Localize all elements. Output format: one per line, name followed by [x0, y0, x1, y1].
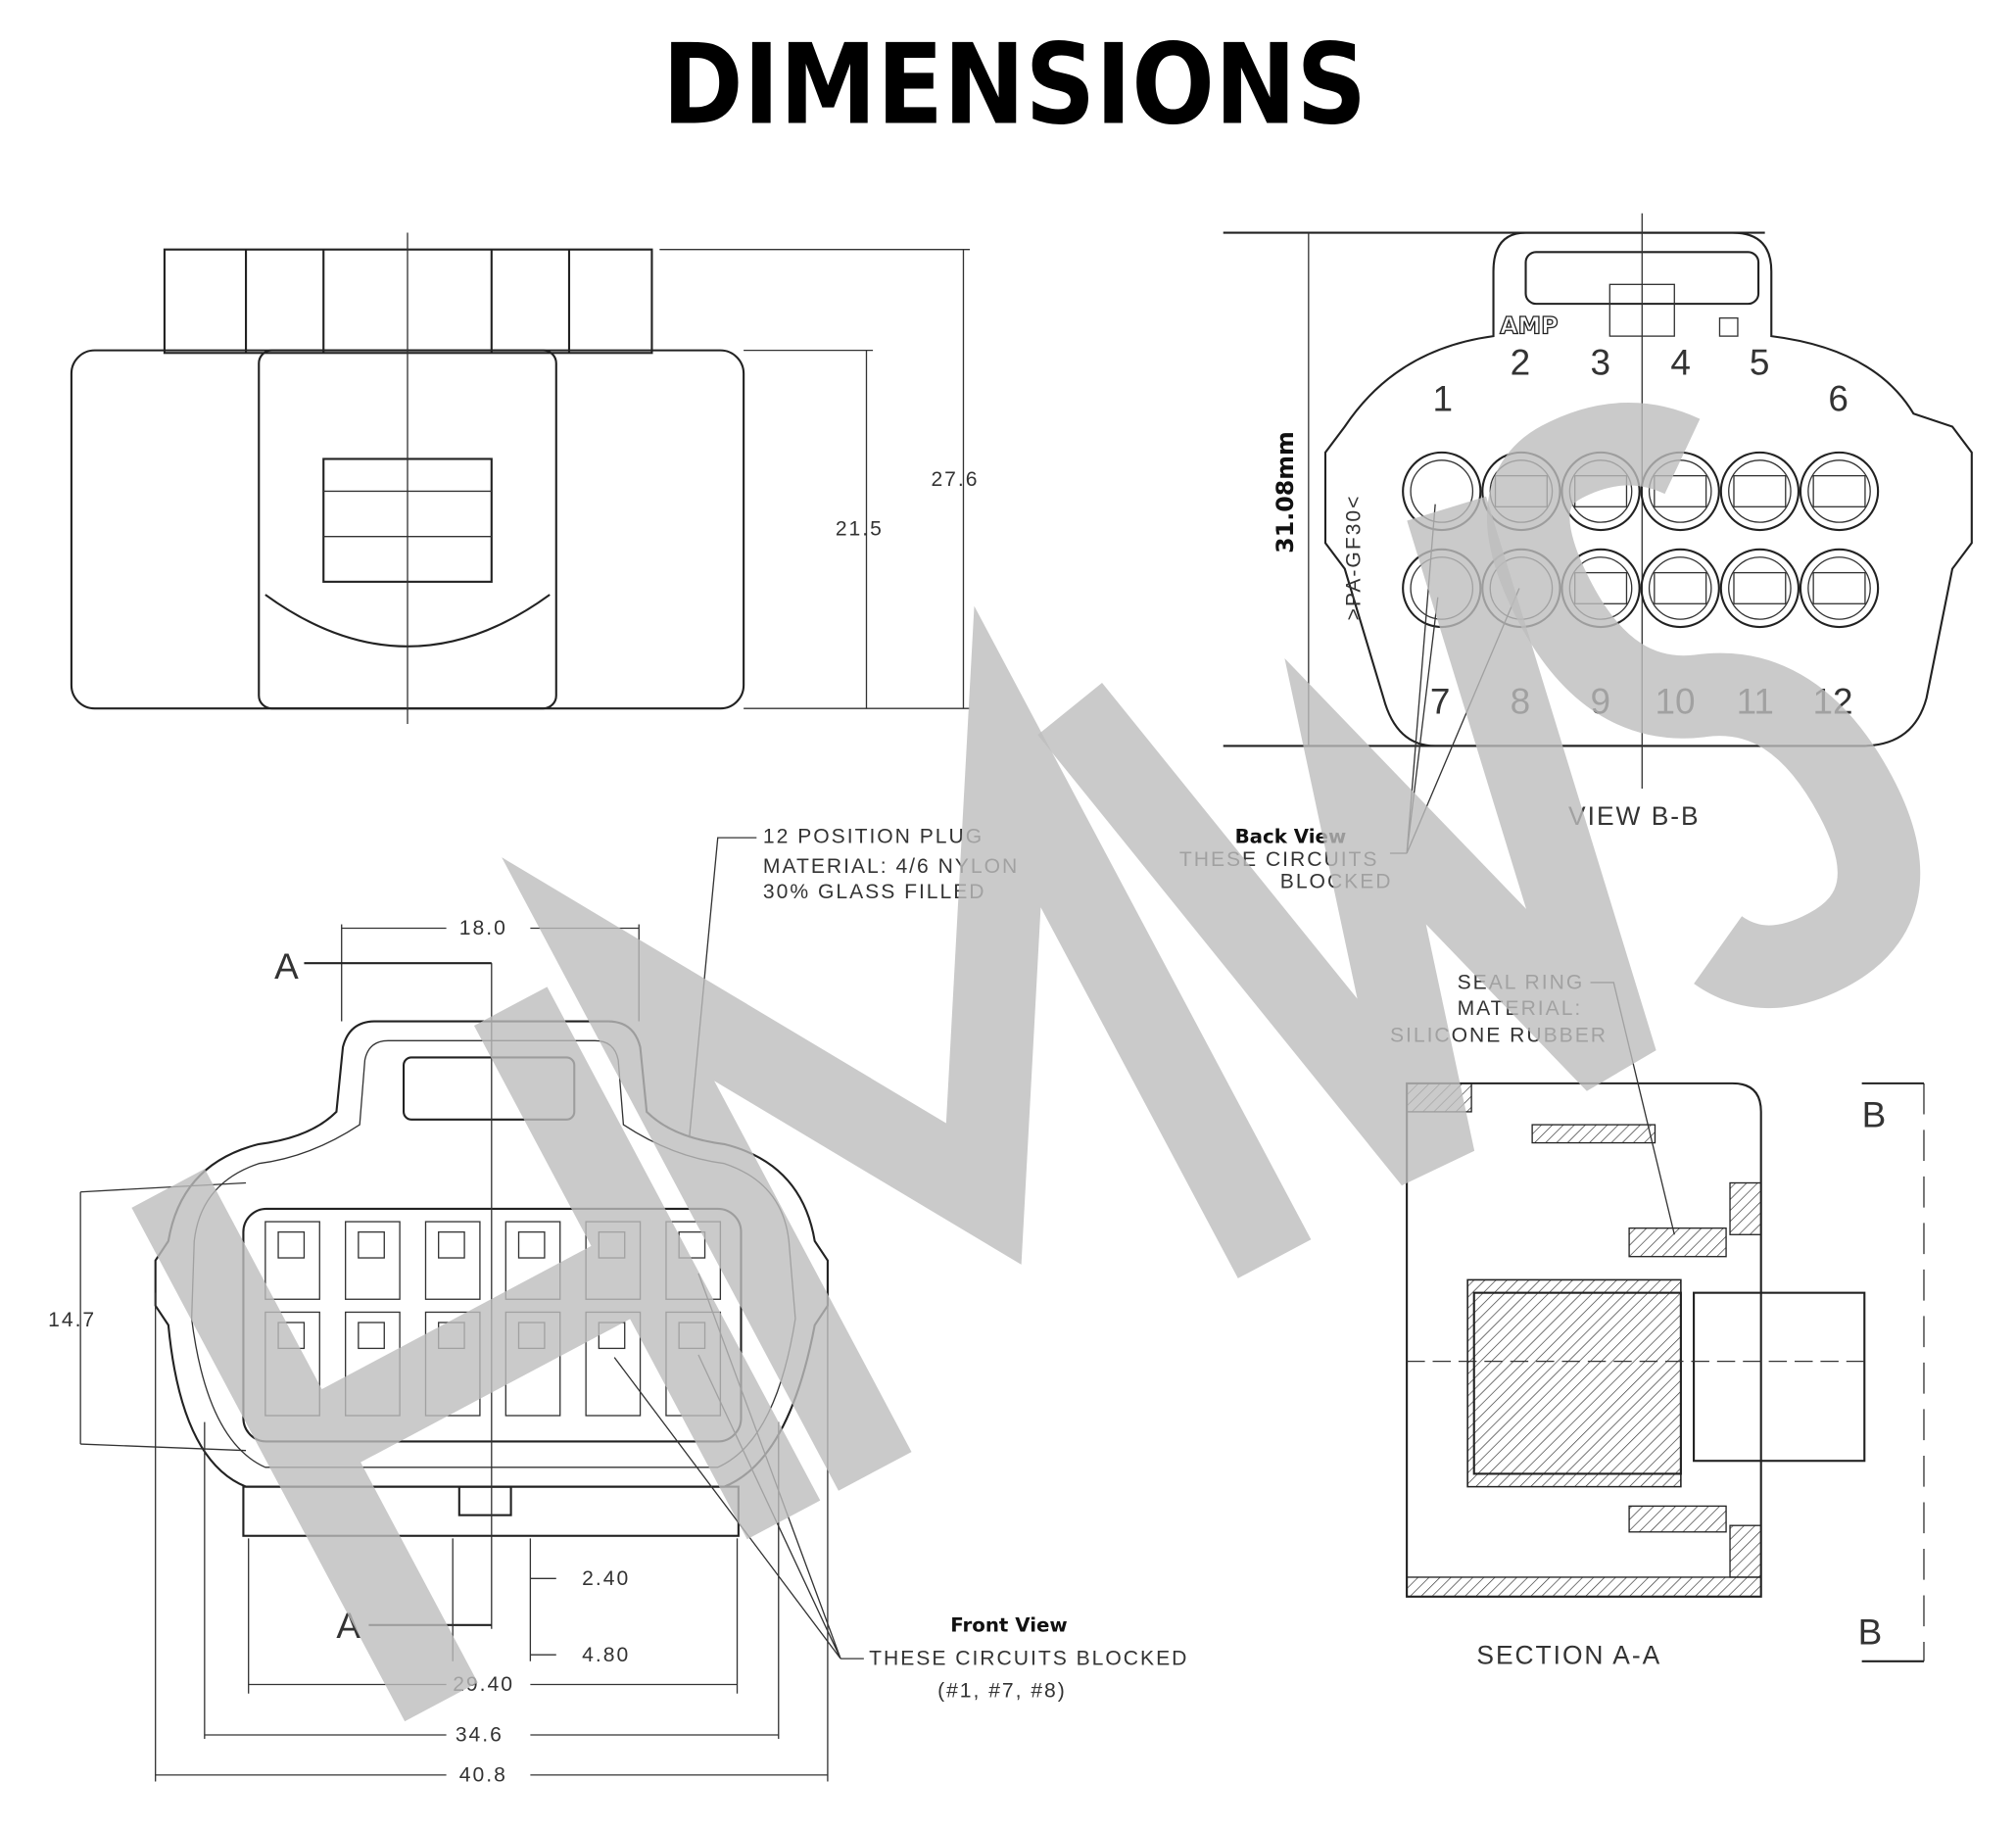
- cavity-ring: [1799, 548, 1880, 629]
- pin-7: 7: [1430, 681, 1451, 721]
- amp-logo: AMP: [1500, 312, 1558, 339]
- dim-21-5: 21.5: [836, 517, 884, 540]
- terminal-slot: [1812, 571, 1866, 604]
- front-latch: [358, 1322, 385, 1350]
- section-mark-a-top: A: [274, 946, 299, 986]
- cavity: [1807, 459, 1871, 523]
- front-cavity: [424, 1221, 481, 1300]
- plug-note-3: 30% GLASS FILLED: [763, 881, 986, 903]
- cavity: [1648, 556, 1712, 620]
- watermark-letter-m: [502, 605, 1312, 1491]
- terminal-slot: [1733, 571, 1787, 604]
- cavity-ring: [1799, 451, 1880, 532]
- side-view: 27.6 21.5: [70, 232, 979, 725]
- section-aa-label: SECTION A-A: [1476, 1640, 1661, 1669]
- back-view-title: Back View: [1235, 825, 1347, 847]
- terminal-slot: [1654, 571, 1707, 604]
- plug-note-1: 12 POSITION PLUG: [763, 825, 984, 847]
- dim-27-6: 27.6: [931, 468, 979, 491]
- dim-2-40: 2.40: [582, 1567, 630, 1590]
- pin-4: 4: [1670, 343, 1691, 383]
- watermark: [131, 403, 1921, 1722]
- front-view-note-2: (#1, #7, #8): [937, 1680, 1067, 1703]
- dim-4-80: 4.80: [582, 1644, 630, 1666]
- page-title: DIMENSIONS: [662, 20, 1367, 149]
- view-bb-label: VIEW B-B: [1568, 801, 1701, 831]
- front-latch: [438, 1230, 465, 1259]
- pin-5: 5: [1750, 343, 1770, 383]
- watermark-letter-s: [1487, 403, 1921, 1009]
- pin-1: 1: [1433, 379, 1454, 419]
- cavity: [1807, 556, 1871, 620]
- front-latch: [358, 1230, 385, 1259]
- front-view-note-1: THESE CIRCUITS BLOCKED: [869, 1648, 1188, 1670]
- height-dim: 31.08mm: [1272, 431, 1299, 553]
- terminal-slot: [1812, 474, 1866, 507]
- terminal-slot: [1654, 474, 1707, 507]
- watermark-letter-w: [1037, 496, 1656, 1186]
- pin-2: 2: [1511, 343, 1531, 383]
- section-mark-b-top: B: [1862, 1095, 1887, 1135]
- front-cavity: [264, 1221, 320, 1300]
- watermark-letter-h: [131, 986, 821, 1722]
- cavity-ring: [1719, 548, 1800, 629]
- section-aa: B B SEAL RING MATERIAL: SILICONE RUBBER …: [1390, 972, 1925, 1669]
- dim-40-8: 40.8: [459, 1763, 507, 1786]
- terminal-slot: [1733, 474, 1787, 507]
- cavity-ring: [1719, 451, 1800, 532]
- cavity: [1728, 556, 1792, 620]
- front-latch: [517, 1230, 546, 1259]
- front-cavity: [345, 1221, 401, 1300]
- cavity-ring: [1640, 548, 1720, 629]
- pin-3: 3: [1591, 343, 1611, 383]
- dim-18-0: 18.0: [459, 917, 507, 939]
- front-latch: [277, 1230, 306, 1259]
- material-mark: >PA-GF30<: [1343, 495, 1366, 621]
- plug-note-2: MATERIAL: 4/6 NYLON: [763, 855, 1019, 878]
- dim-14-7: 14.7: [48, 1309, 96, 1331]
- dim-34-6: 34.6: [456, 1724, 504, 1747]
- pin-6: 6: [1828, 379, 1848, 419]
- section-mark-b-bottom: B: [1858, 1612, 1883, 1653]
- front-view-title: Front View: [950, 1613, 1067, 1636]
- cavity: [1728, 459, 1792, 523]
